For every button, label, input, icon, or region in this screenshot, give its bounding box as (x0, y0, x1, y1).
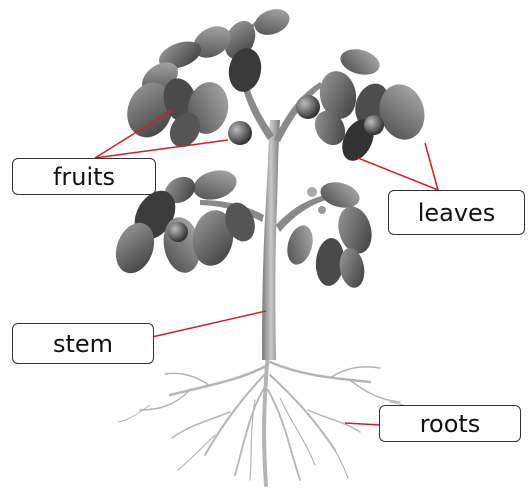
fruits-label: fruits (12, 158, 156, 195)
leaves-leader-line-1 (358, 158, 438, 190)
roots-label: roots (379, 405, 521, 442)
stem-label: stem (12, 323, 154, 364)
fruits-leader-line-2 (95, 140, 228, 158)
leaves-leader-line-2 (425, 143, 438, 190)
stem-leader-line (152, 311, 266, 337)
roots-leader-line (345, 423, 380, 425)
leaves-label: leaves (388, 190, 525, 235)
